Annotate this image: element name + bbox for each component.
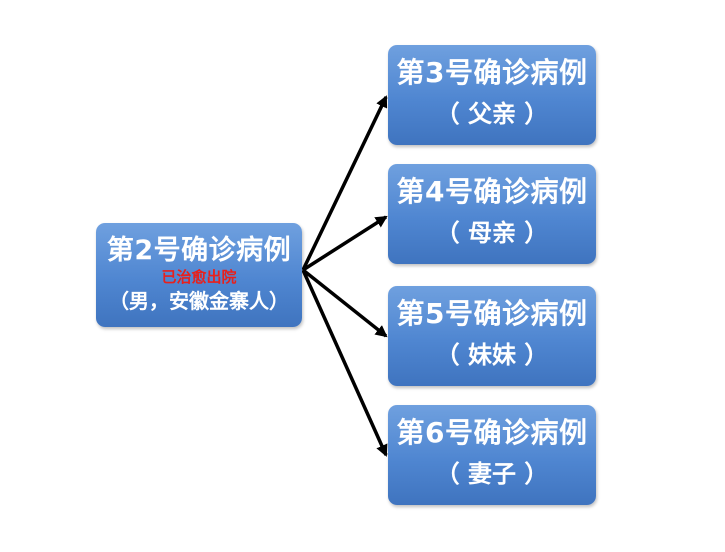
case-6-title: 第6号确诊病例 — [396, 416, 588, 449]
case-5-box: 第5号确诊病例 （ 妹妹 ） — [388, 286, 596, 386]
arrow-to-case-4 — [302, 215, 388, 272]
arrow-to-case-6 — [301, 269, 388, 457]
case-3-box: 第3号确诊病例 （ 父亲 ） — [388, 45, 596, 145]
case-2-box: 第2号确诊病例 已治愈出院 （男，安徽金寨人） — [96, 223, 302, 327]
arrow-to-case-3 — [301, 95, 388, 271]
case-4-title: 第4号确诊病例 — [396, 175, 588, 208]
case-6-box: 第6号确诊病例 （ 妻子 ） — [388, 405, 596, 505]
case-4-relation: （ 母亲 ） — [435, 219, 549, 247]
case-2-title: 第2号确诊病例 — [106, 235, 292, 266]
case-3-title: 第3号确诊病例 — [396, 56, 588, 89]
case-3-relation: （ 父亲 ） — [435, 100, 549, 128]
case-2-note: （男，安徽金寨人） — [109, 289, 289, 313]
case-2-status: 已治愈出院 — [161, 268, 237, 286]
case-4-box: 第4号确诊病例 （ 母亲 ） — [388, 164, 596, 264]
case-5-title: 第5号确诊病例 — [396, 297, 588, 330]
case-6-relation: （ 妻子 ） — [435, 460, 549, 488]
arrow-to-case-5 — [301, 268, 388, 338]
case-5-relation: （ 妹妹 ） — [435, 341, 549, 369]
